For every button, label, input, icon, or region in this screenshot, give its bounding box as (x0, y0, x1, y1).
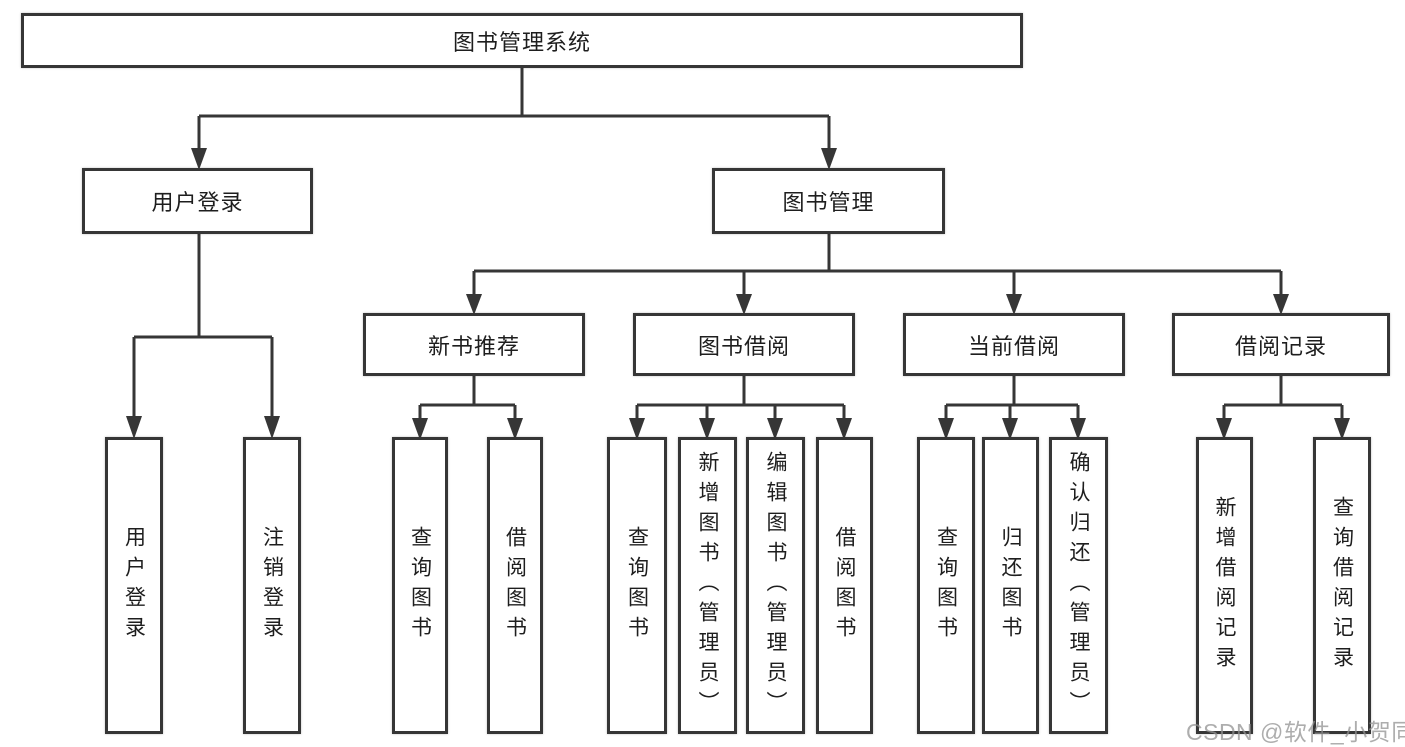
node-leaf-query-books-borrowing: 查询图书 (607, 437, 667, 734)
node-leaf-query-borrow-record: 查询借阅记录 (1313, 437, 1371, 734)
node-leaf-borrow-books-recommend: 借阅图书 (487, 437, 543, 734)
node-book-borrowing: 图书借阅 (633, 313, 855, 376)
node-label: 查询图书 (625, 525, 649, 646)
node-leaf-add-borrow-record: 新增借阅记录 (1196, 437, 1253, 734)
node-label: 新书推荐 (427, 333, 520, 359)
node-label: 查询图书 (408, 525, 432, 646)
node-label: 图书管理系统 (452, 29, 591, 55)
node-leaf-return-books: 归还图书 (982, 437, 1039, 734)
node-label: 归还图书 (999, 525, 1022, 646)
node-label: 借阅记录 (1234, 333, 1327, 359)
node-leaf-edit-books-admin: 编辑图书（管理员） (746, 437, 805, 734)
node-label: 查询借阅记录 (1330, 495, 1354, 676)
node-label: 新增图书（管理员） (696, 450, 719, 721)
node-label: 注销登录 (260, 525, 284, 646)
node-book-management-system: 图书管理系统 (21, 13, 1023, 68)
node-label: 借阅图书 (503, 525, 527, 646)
node-label: 用户登录 (122, 525, 146, 646)
node-leaf-logout: 注销登录 (243, 437, 301, 734)
node-new-book-recommendation: 新书推荐 (363, 313, 585, 376)
node-label: 新增借阅记录 (1213, 495, 1236, 676)
node-label: 当前借阅 (967, 333, 1060, 359)
node-leaf-query-books-recommend: 查询图书 (392, 437, 448, 734)
csdn-watermark: CSDN @软件_小贺同学 (1186, 719, 1405, 745)
node-leaf-confirm-return-admin: 确认归还（管理员） (1049, 437, 1108, 734)
node-label: 借阅图书 (833, 525, 856, 646)
node-borrowing-records: 借阅记录 (1172, 313, 1390, 376)
node-book-management: 图书管理 (712, 168, 945, 234)
node-label: 图书借阅 (697, 333, 790, 359)
node-leaf-user-login: 用户登录 (105, 437, 163, 734)
node-label: 图书管理 (782, 190, 875, 215)
node-current-borrowing: 当前借阅 (903, 313, 1125, 376)
node-label: 用户登录 (151, 190, 244, 215)
node-label: 确认归还（管理员） (1067, 450, 1090, 721)
node-user-login-branch: 用户登录 (82, 168, 313, 234)
node-leaf-query-books-current: 查询图书 (917, 437, 975, 734)
node-label: 编辑图书（管理员） (764, 450, 787, 721)
arrowhead-group (126, 148, 1350, 440)
node-leaf-borrow-books: 借阅图书 (816, 437, 873, 734)
node-leaf-add-books-admin: 新增图书（管理员） (678, 437, 737, 734)
node-label: 查询图书 (934, 525, 958, 646)
